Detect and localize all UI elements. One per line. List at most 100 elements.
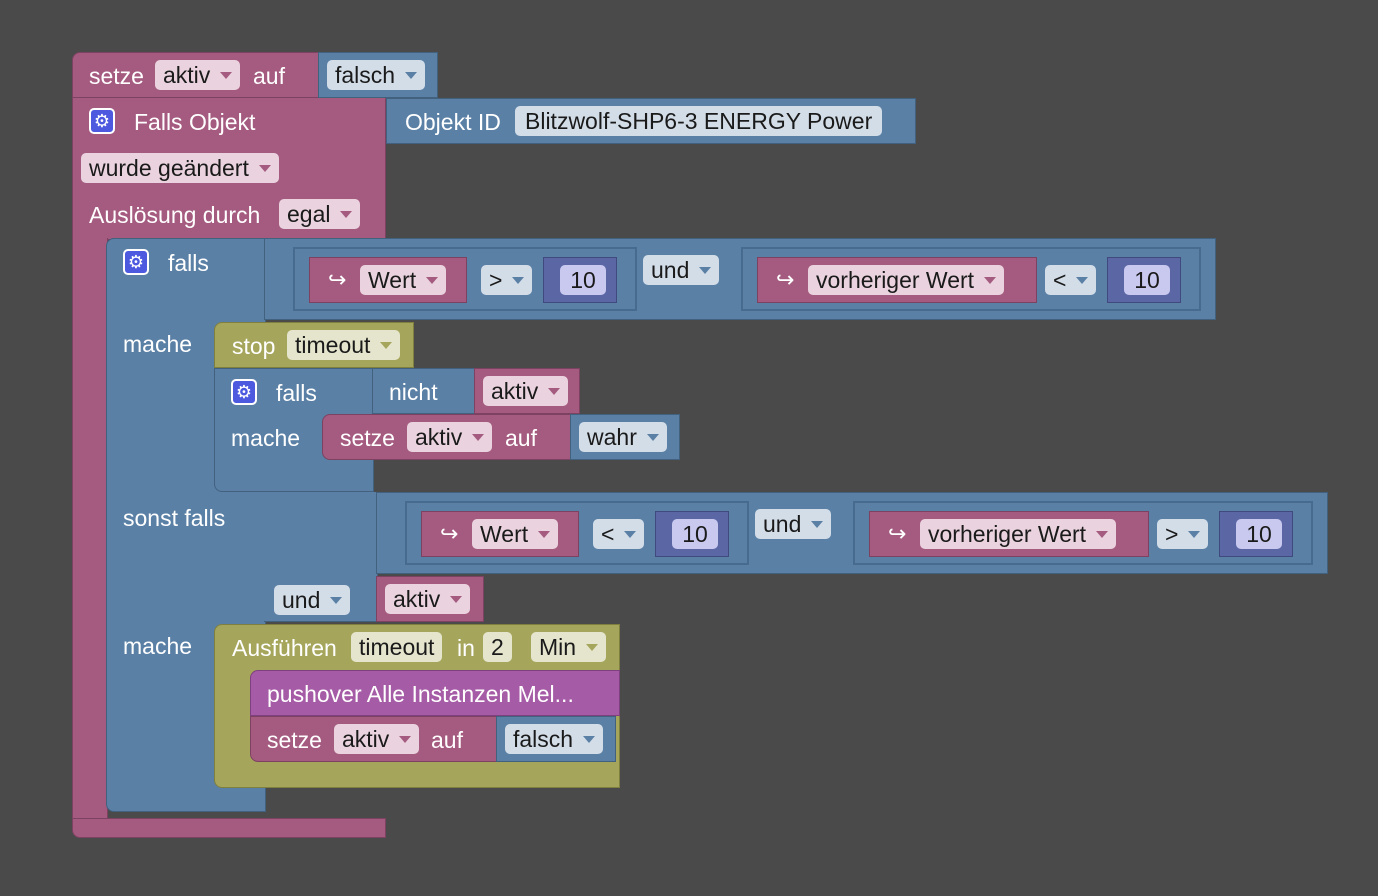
boolean-dropdown[interactable]: wahr: [579, 422, 667, 452]
do-label: mache: [123, 331, 193, 357]
settings-gear-icon[interactable]: ⚙: [89, 108, 115, 134]
boolean-block-false-top[interactable]: falsch: [318, 52, 438, 98]
number-field[interactable]: 10: [672, 519, 718, 549]
to-label: auf: [505, 425, 537, 451]
operator-value: <: [1053, 267, 1067, 293]
variable-get-block-2[interactable]: aktiv: [376, 576, 484, 622]
compare-block-2a[interactable]: ↪ Wert < 10: [405, 501, 749, 565]
chevron-down-icon: [426, 276, 439, 284]
settings-gear-icon[interactable]: ⚙: [123, 249, 149, 275]
and-dropdown-2[interactable]: und: [274, 585, 351, 615]
number-field[interactable]: 10: [1236, 519, 1282, 549]
operator-value: >: [489, 267, 503, 293]
set-variable-block-inner[interactable]: setze aktiv auf: [322, 414, 572, 460]
and-dropdown[interactable]: und: [643, 255, 720, 285]
boolean-dropdown[interactable]: falsch: [505, 724, 604, 754]
stop-timeout-block[interactable]: stop timeout: [214, 322, 414, 368]
do-label: mache: [231, 425, 301, 451]
operator-value: <: [601, 521, 615, 547]
number-field[interactable]: 10: [560, 265, 606, 295]
local-value-block[interactable]: ↪ Wert: [421, 511, 579, 557]
object-id-label: Objekt ID: [405, 109, 501, 135]
chevron-down-icon: [699, 266, 712, 274]
operator-dropdown[interactable]: >: [1157, 519, 1209, 549]
local-value-block[interactable]: ↪ Wert: [309, 257, 467, 303]
return-arrow-icon: ↪: [776, 267, 795, 292]
chevron-down-icon: [811, 520, 824, 528]
in-label: in: [457, 635, 475, 661]
and-value: und: [282, 587, 321, 613]
boolean-block-false-timeout[interactable]: falsch: [496, 716, 616, 762]
source-dropdown[interactable]: egal: [279, 199, 361, 229]
boolean-value: falsch: [335, 62, 396, 88]
timeout-name-field[interactable]: timeout: [351, 632, 443, 662]
return-arrow-icon: ↪: [888, 521, 907, 546]
operator-dropdown[interactable]: <: [593, 519, 645, 549]
local-value-block[interactable]: ↪ vorheriger Wert: [757, 257, 1037, 303]
variable-dropdown[interactable]: aktiv: [155, 60, 241, 90]
chevron-down-icon: [984, 276, 997, 284]
timeout-dropdown[interactable]: timeout: [287, 330, 401, 360]
chevron-down-icon: [340, 210, 353, 218]
pushover-label: pushover Alle Instanzen Mel...: [267, 681, 574, 707]
operator-dropdown[interactable]: >: [481, 265, 533, 295]
variable-dropdown[interactable]: aktiv: [334, 724, 420, 754]
number-block[interactable]: 10: [543, 257, 617, 303]
pushover-block[interactable]: pushover Alle Instanzen Mel...: [250, 670, 620, 716]
timeout-unit-dropdown[interactable]: Min: [531, 632, 607, 662]
chevron-down-icon: [512, 276, 525, 284]
number-block[interactable]: 10: [1219, 511, 1293, 557]
trigger-block-spine: [72, 238, 108, 822]
number-block[interactable]: 10: [655, 511, 729, 557]
timeout-unit: Min: [539, 634, 577, 660]
if-label: falls: [276, 380, 317, 406]
value-dropdown[interactable]: Wert: [360, 265, 447, 295]
number-block[interactable]: 10: [1107, 257, 1181, 303]
compare-block-1a[interactable]: ↪ Wert > 10: [293, 247, 637, 311]
variable-dropdown[interactable]: aktiv: [407, 422, 493, 452]
set-variable-block-top[interactable]: setze aktiv auf: [72, 52, 322, 98]
set-variable-block-timeout[interactable]: setze aktiv auf: [250, 716, 498, 762]
not-block[interactable]: nicht: [372, 368, 476, 414]
to-label: auf: [253, 63, 285, 89]
set-label: setze: [89, 63, 144, 89]
chevron-down-icon: [538, 530, 551, 538]
value-dropdown[interactable]: vorheriger Wert: [920, 519, 1117, 549]
condition-dropdown[interactable]: wurde geändert: [81, 153, 279, 183]
boolean-block-true[interactable]: wahr: [570, 414, 680, 460]
and-dropdown[interactable]: und: [755, 509, 832, 539]
value-dropdown[interactable]: vorheriger Wert: [808, 265, 1005, 295]
chevron-down-icon: [1076, 276, 1089, 284]
run-label: Ausführen: [232, 635, 337, 661]
chevron-down-icon: [624, 530, 637, 538]
local-value-block[interactable]: ↪ vorheriger Wert: [869, 511, 1149, 557]
and-block-2[interactable]: ↪ Wert < 10 und ↪ vorheriger Wert > 10: [376, 492, 1328, 574]
boolean-dropdown[interactable]: falsch: [327, 60, 426, 90]
value-name: vorheriger Wert: [816, 267, 975, 293]
chevron-down-icon: [399, 735, 412, 743]
do-label-2: mache: [123, 633, 193, 659]
variable-name: aktiv: [393, 586, 441, 612]
timeout-name: timeout: [295, 332, 371, 358]
variable-dropdown[interactable]: aktiv: [385, 584, 471, 614]
variable-get-block[interactable]: aktiv: [474, 368, 580, 414]
compare-block-1b[interactable]: ↪ vorheriger Wert < 10: [741, 247, 1201, 311]
chevron-down-icon: [586, 643, 599, 651]
variable-dropdown[interactable]: aktiv: [483, 376, 569, 406]
chevron-down-icon: [380, 341, 393, 349]
chevron-down-icon: [220, 71, 233, 79]
trigger-on-change-block[interactable]: ⚙ Falls Objekt wurde geändert Auslösung …: [72, 98, 386, 240]
variable-name: aktiv: [415, 424, 463, 450]
else-if-label: sonst falls: [123, 505, 226, 531]
object-id-field[interactable]: Blitzwolf-SHP6-3 ENERGY Power: [515, 106, 883, 136]
and-block-1[interactable]: ↪ Wert > 10 und ↪ vorheriger Wert < 10: [264, 238, 1216, 320]
timeout-amount: 2: [491, 634, 504, 660]
timeout-amount-field[interactable]: 2: [483, 632, 512, 662]
set-label: setze: [267, 727, 322, 753]
number-field[interactable]: 10: [1124, 265, 1170, 295]
compare-block-2b[interactable]: ↪ vorheriger Wert > 10: [853, 501, 1313, 565]
value-dropdown[interactable]: Wert: [472, 519, 559, 549]
settings-gear-icon[interactable]: ⚙: [231, 379, 257, 405]
object-id-block[interactable]: Objekt ID Blitzwolf-SHP6-3 ENERGY Power: [386, 98, 916, 144]
operator-dropdown[interactable]: <: [1045, 265, 1097, 295]
